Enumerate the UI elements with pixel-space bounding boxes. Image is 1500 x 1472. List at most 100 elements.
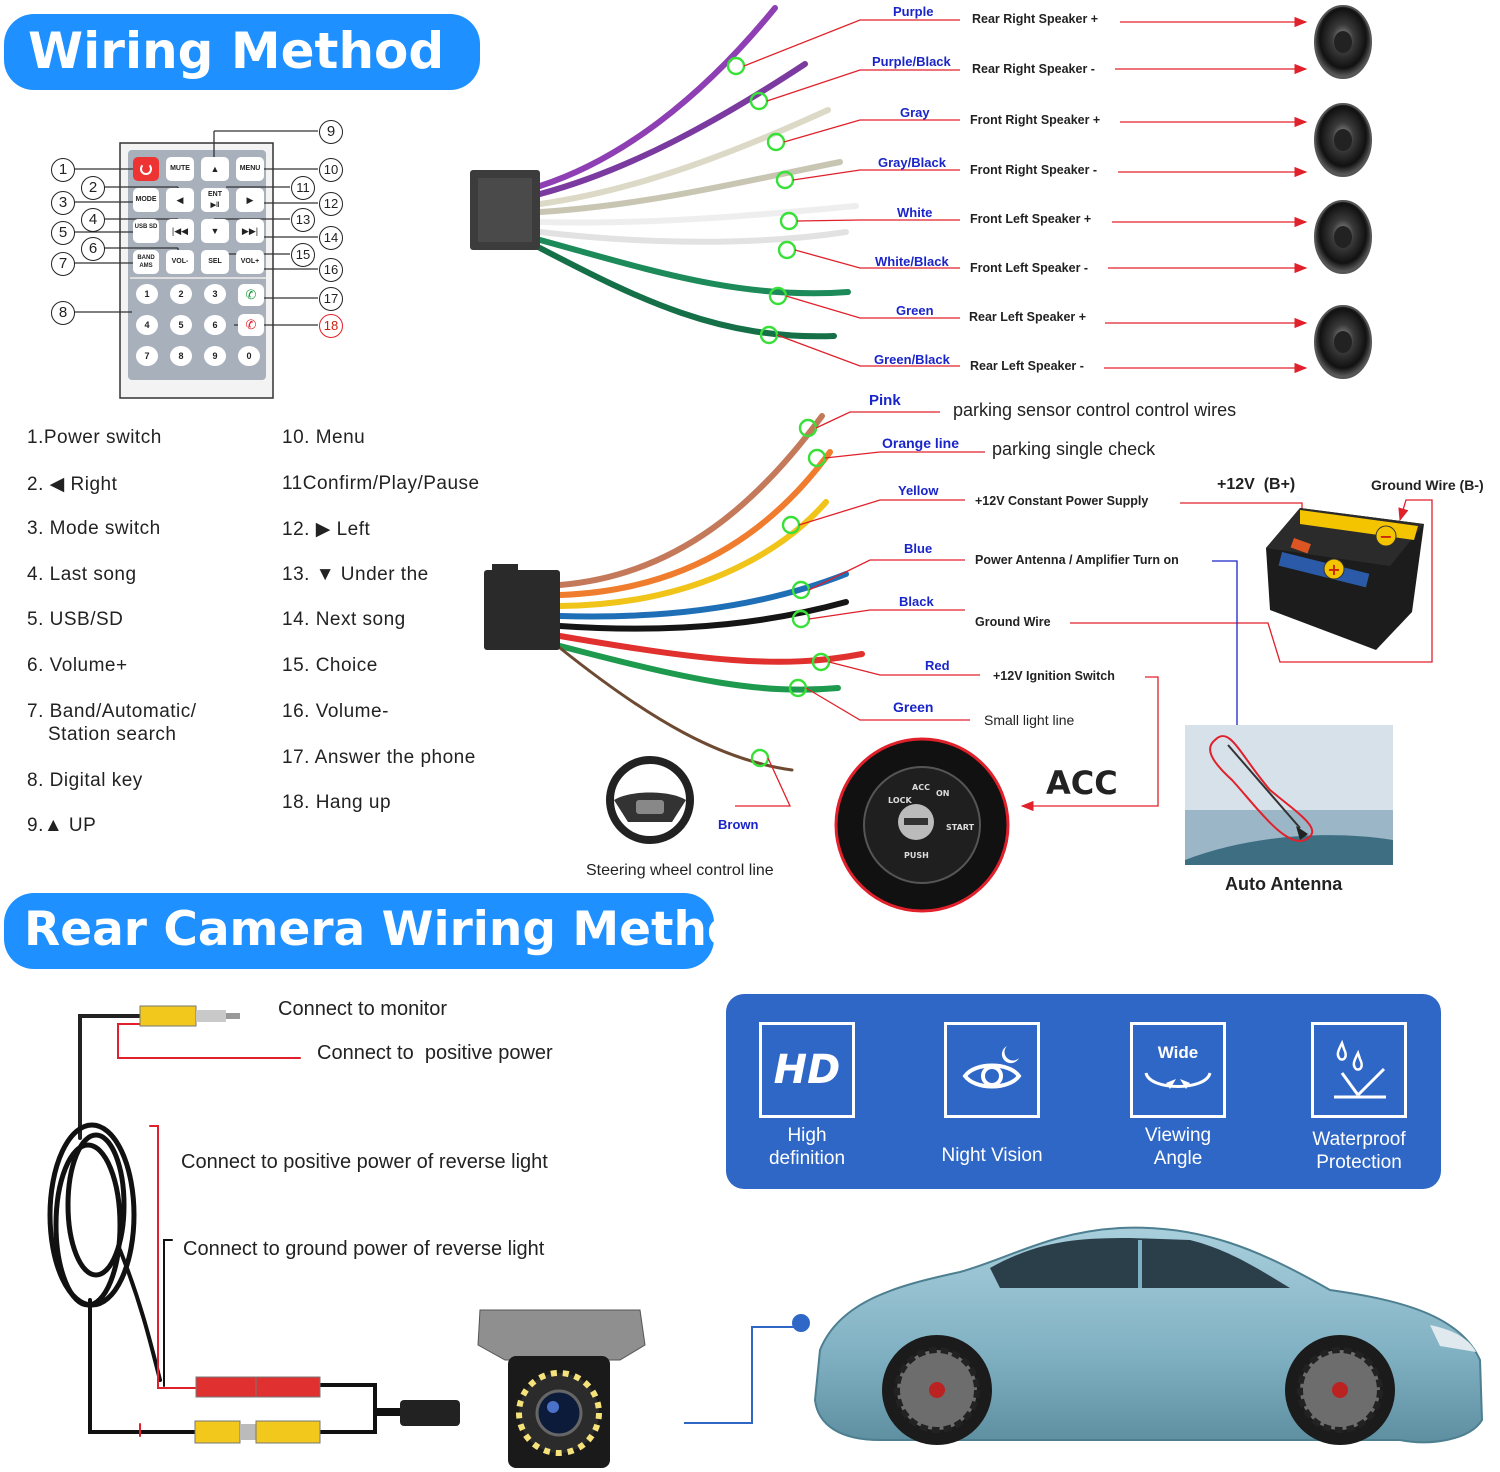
digit-5-button[interactable]: 5 (170, 315, 192, 335)
car-connection-line (684, 1314, 810, 1424)
feature-waterproof: Waterproof Protection (1279, 1022, 1439, 1174)
wire-function-label: Ground Wire (975, 615, 1051, 629)
svg-text:+: + (1327, 560, 1340, 579)
mode-button[interactable]: MODE (133, 188, 159, 212)
wire-color-label: Pink (869, 392, 901, 409)
wire-function-label: Small light line (984, 712, 1075, 728)
legend-item: 8. Digital key (27, 770, 143, 791)
wire-function-label: Power Antenna / Amplifier Turn on (975, 553, 1179, 567)
answer-call-button[interactable]: ✆ (238, 284, 264, 306)
wire-function-label: Front Left Speaker - (970, 261, 1089, 275)
battery: + − (1266, 508, 1424, 650)
night-vision-icon (944, 1022, 1040, 1118)
phone-hangup-icon: ✆ (245, 317, 257, 332)
down-button[interactable]: ▼ (201, 219, 229, 243)
sports-car-graphic (813, 1226, 1484, 1445)
camera-features-panel (726, 994, 1441, 1189)
wire-color-label: Black (899, 594, 934, 609)
vol-plus-button[interactable]: VOL+ (236, 250, 264, 274)
power-leader-lines (735, 411, 985, 807)
mute-button[interactable]: MUTE (166, 157, 194, 181)
waterproof-icon (1311, 1022, 1407, 1118)
feature-wide-angle: Wide Viewing Angle (1098, 1022, 1258, 1170)
digit-6-button[interactable]: 6 (204, 315, 226, 335)
digit-2-button[interactable]: 2 (170, 284, 192, 304)
callout-11: 11 (291, 176, 315, 200)
callout-4: 4 (81, 208, 105, 232)
feature-night-vision: Night Vision (912, 1022, 1072, 1167)
wire-color-label: Green (893, 699, 934, 715)
speaker-splice-markers (726, 56, 799, 345)
callout-1: 1 (51, 158, 75, 182)
wire-function-label: +12V Constant Power Supply (975, 494, 1149, 508)
digit-4-button[interactable]: 4 (136, 315, 158, 335)
speaker-wires (537, 5, 859, 340)
digit-8-button[interactable]: 8 (170, 346, 192, 366)
callout-13: 13 (291, 208, 315, 232)
rear-camera-graphic (477, 1309, 646, 1468)
speaker-leader-lines (743, 19, 960, 367)
wire-color-label: Gray/Black (878, 155, 946, 170)
rca-connectors (139, 1005, 460, 1444)
next-track-button[interactable]: ▶▶| (236, 219, 264, 243)
usb-sd-button[interactable]: USB SD (133, 219, 159, 243)
digit-3-button[interactable]: 3 (204, 284, 226, 304)
svg-text:LOCK ACC ON: LOCK ACC ON START PUSH (888, 783, 977, 860)
sel-button[interactable]: SEL (201, 250, 229, 274)
callout-10: 10 (319, 158, 343, 182)
wire-function-label: Rear Left Speaker - (970, 359, 1084, 373)
wire-color-label: Yellow (898, 483, 939, 498)
battery-ground-label: Ground Wire (B-) (1371, 477, 1484, 493)
wire-color-label: Gray (900, 105, 930, 120)
camera-cable (47, 1014, 402, 1437)
legend-item: 14. Next song (282, 609, 406, 630)
prev-track-button[interactable]: |◀◀ (166, 219, 194, 243)
wire-function-label: parking single check (992, 439, 1156, 459)
digit-7-button[interactable]: 7 (136, 346, 158, 366)
enter-play-button[interactable]: ENT▶‖ (201, 188, 229, 212)
wire-color-label: White (897, 205, 933, 220)
callout-17: 17 (319, 287, 343, 311)
wire-function-label: Rear Left Speaker + (969, 310, 1087, 324)
rear-camera-banner: Rear Camera Wiring Method (4, 893, 773, 969)
digit-1-button[interactable]: 1 (136, 284, 158, 304)
right-button[interactable]: ▶ (236, 188, 264, 212)
menu-button[interactable]: MENU (236, 157, 264, 181)
digit-9-button[interactable]: 9 (204, 346, 226, 366)
legend-item: 12. ▶ Left (282, 519, 371, 540)
feature-label: Viewing Angle (1144, 1125, 1212, 1169)
auto-antenna-photo (1185, 725, 1393, 865)
auto-antenna-label: Auto Antenna (1225, 874, 1343, 894)
wire-function-label: Rear Right Speaker - (972, 62, 1095, 76)
speakers (1314, 5, 1372, 379)
wire-color-label: Purple/Black (872, 54, 951, 69)
steering-wheel-label: Steering wheel control line (586, 862, 774, 879)
legend-item: 10. Menu (282, 427, 366, 448)
phone-answer-icon: ✆ (245, 287, 257, 302)
wide-angle-icon: Wide (1130, 1022, 1226, 1118)
hang-up-button[interactable]: ✆ (238, 314, 264, 336)
reverse-positive-label: Connect to positive power of reverse lig… (181, 1151, 548, 1173)
callout-3: 3 (51, 191, 75, 215)
left-button[interactable]: ◀ (166, 188, 194, 212)
wire-color-label: Blue (904, 541, 933, 556)
callout-5: 5 (51, 221, 75, 245)
band-ams-button[interactable]: BAND AMS (133, 250, 159, 274)
wire-function-label: Front Right Speaker + (970, 113, 1101, 127)
vol-minus-button[interactable]: VOL- (166, 250, 194, 274)
digit-0-button[interactable]: 0 (238, 346, 260, 366)
legend-item: 13. ▼ Under the (282, 564, 429, 585)
connect-monitor-label: Connect to monitor (278, 998, 447, 1020)
up-button[interactable]: ▲ (201, 157, 229, 181)
feature-label: Night Vision (941, 1145, 1043, 1166)
callout-18: 18 (319, 314, 343, 338)
speaker-connector (470, 170, 540, 250)
callout-7: 7 (51, 252, 75, 276)
callout-14: 14 (319, 226, 343, 250)
callout-8: 8 (51, 301, 75, 325)
acc-label: ACC (1046, 764, 1118, 802)
feature-label: Waterproof Protection (1312, 1129, 1406, 1173)
power-button[interactable] (133, 157, 159, 181)
wire-color-label: Brown (718, 817, 759, 832)
legend-item: 2. ◀ Right (27, 474, 118, 495)
